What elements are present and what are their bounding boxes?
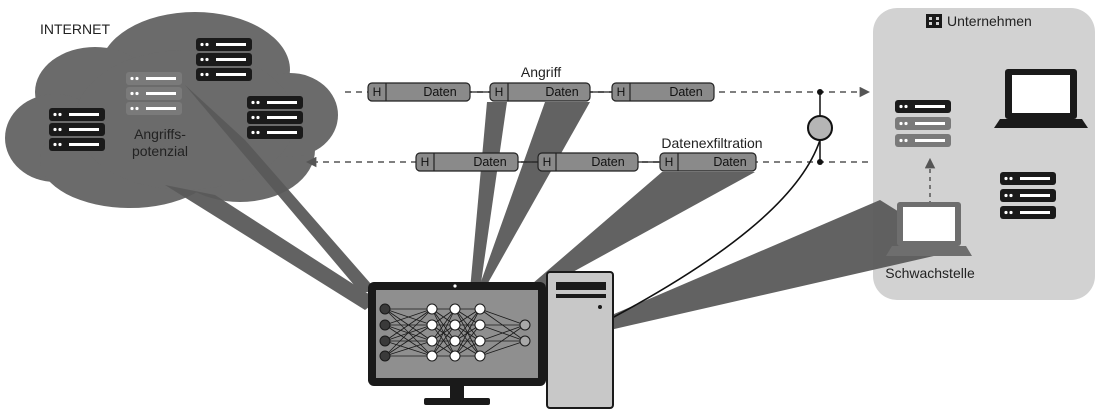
network-tap-icon	[807, 115, 833, 141]
nn-node	[379, 303, 391, 315]
packet-data-label: Daten	[591, 155, 624, 169]
attack-packet-3: H Daten	[611, 82, 715, 102]
packet-header-label: H	[421, 155, 430, 169]
company-label: Unternehmen	[947, 13, 1032, 29]
internet-label: INTERNET	[40, 21, 110, 37]
nn-node	[519, 335, 531, 347]
nn-node	[474, 350, 486, 362]
nn-node	[426, 350, 438, 362]
neural-network-icon	[379, 303, 531, 362]
server-icon	[126, 72, 182, 115]
exfil-packet-3: H Daten	[659, 152, 757, 172]
nn-node	[379, 350, 391, 362]
nn-connection	[384, 308, 433, 326]
packet-header-label: H	[373, 85, 382, 99]
packet-data-label: Daten	[669, 85, 702, 99]
attack-label: Angriff	[521, 64, 561, 80]
nn-node	[449, 303, 461, 315]
nn-node	[379, 319, 391, 331]
nn-connection	[454, 324, 481, 357]
attack-packet-1: H Daten	[367, 82, 471, 102]
nn-connection	[384, 308, 433, 342]
packet-data-label: Daten	[545, 85, 578, 99]
laptop-icon	[994, 69, 1088, 128]
laptop-icon	[886, 202, 972, 256]
nn-node	[426, 335, 438, 347]
nn-connection	[431, 308, 456, 357]
nn-connection	[431, 308, 456, 342]
nn-connection	[431, 324, 456, 357]
packet-data-label: Daten	[423, 85, 456, 99]
nn-connection	[384, 308, 433, 357]
building-icon	[926, 14, 942, 28]
potential-label-line1: Angriffs-	[134, 126, 186, 142]
desktop-tower-icon	[546, 271, 614, 409]
nn-node	[519, 319, 531, 331]
attack-packet-2: H Daten	[489, 82, 591, 102]
server-icon	[247, 96, 303, 139]
potential-label-line2: potenzial	[132, 143, 188, 159]
nn-connection	[479, 308, 526, 326]
packet-data-label: Daten	[473, 155, 506, 169]
exfil-packet-1: H Daten	[415, 152, 519, 172]
packet-data-label: Daten	[713, 155, 746, 169]
server-icon	[895, 100, 951, 147]
nn-node	[379, 335, 391, 347]
exfil-packet-2: H Daten	[537, 152, 639, 172]
server-icon	[1000, 172, 1056, 219]
exfiltration-label: Datenexfiltration	[661, 135, 762, 151]
nn-node	[449, 335, 461, 347]
packet-header-label: H	[495, 85, 504, 99]
nn-node	[426, 303, 438, 315]
server-icon	[196, 38, 252, 81]
packet-header-label: H	[617, 85, 626, 99]
packet-header-label: H	[665, 155, 674, 169]
nn-connection	[384, 324, 433, 357]
nn-connection	[454, 308, 481, 342]
analysis-beams	[165, 85, 960, 330]
nn-node	[474, 335, 486, 347]
vulnerability-label: Schwachstelle	[885, 265, 975, 281]
packet-header-label: H	[543, 155, 552, 169]
nn-connection	[479, 340, 526, 357]
nn-connection	[454, 308, 481, 357]
tap-cable	[611, 139, 821, 319]
server-icon	[49, 108, 105, 151]
nn-connection	[384, 340, 433, 357]
nn-node	[426, 319, 438, 331]
nn-node	[474, 303, 486, 315]
nn-connection	[479, 324, 526, 342]
nn-node	[449, 350, 461, 362]
nn-node	[449, 319, 461, 331]
nn-node	[474, 319, 486, 331]
nn-connection	[479, 324, 526, 357]
